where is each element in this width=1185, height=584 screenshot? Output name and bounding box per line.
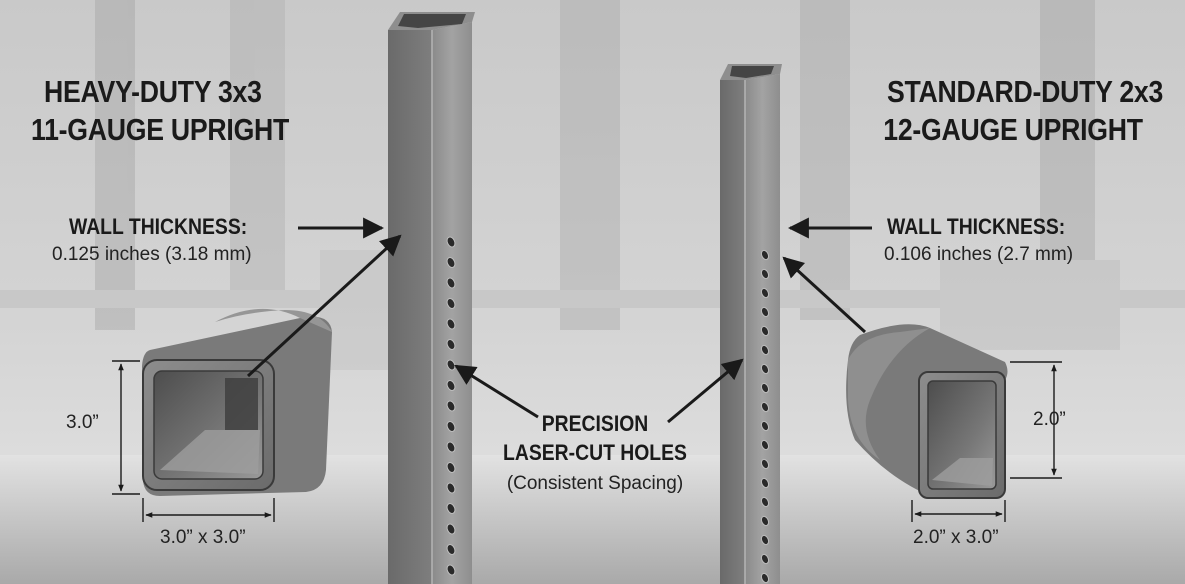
post-hole xyxy=(446,236,456,248)
left-wall-thickness-value: 0.125 inches (3.18 mm) xyxy=(52,244,252,265)
callout-arrows xyxy=(246,217,872,424)
post-hole xyxy=(446,564,456,576)
post-hole xyxy=(760,249,770,261)
post-hole xyxy=(760,363,770,375)
post-hole xyxy=(760,534,770,546)
left-height-dimension-line xyxy=(112,360,140,495)
post-hole xyxy=(446,544,456,555)
post-hole xyxy=(760,496,770,508)
post-hole xyxy=(446,339,456,350)
holes-callout-line3: (Consistent Spacing) xyxy=(506,473,684,494)
post-hole xyxy=(446,523,456,535)
post-hole xyxy=(760,572,770,584)
left-tube-to-post-arrow xyxy=(246,234,402,378)
post-hole xyxy=(446,462,456,473)
holes-left-arrow xyxy=(454,364,539,419)
background-blurred-structures xyxy=(95,0,1095,340)
post-hole xyxy=(760,287,770,299)
post-hole xyxy=(446,400,456,412)
post-hole xyxy=(760,344,770,356)
right-height-dimension: 2.0” xyxy=(1033,409,1066,430)
post-hole xyxy=(446,318,456,330)
post-hole xyxy=(446,421,456,432)
right-wall-thickness-value: 0.106 inches (2.7 mm) xyxy=(884,244,1074,265)
post-hole xyxy=(760,420,770,432)
left-post-holes xyxy=(446,236,456,576)
right-tube-cross-section xyxy=(846,324,1008,499)
right-wall-thickness-label: WALL THICKNESS: xyxy=(887,214,1066,239)
holes-callout-line2: LASER-CUT HOLES xyxy=(503,440,687,465)
post-hole xyxy=(760,401,770,413)
post-hole xyxy=(760,439,770,451)
right-title-line2: 12-GAUGE UPRIGHT xyxy=(883,112,1143,147)
left-title-line2: 11-GAUGE UPRIGHT xyxy=(31,112,290,147)
post-hole xyxy=(760,306,770,318)
left-height-dimension: 3.0” xyxy=(66,412,99,433)
post-hole xyxy=(446,503,456,514)
post-hole xyxy=(760,325,770,337)
post-hole xyxy=(446,482,456,494)
holes-right-arrow xyxy=(667,358,744,424)
left-title-line1: HEAVY-DUTY 3x3 xyxy=(44,74,262,109)
post-hole xyxy=(760,268,770,280)
post-hole xyxy=(446,359,456,371)
right-upright-post xyxy=(720,64,782,584)
post-hole xyxy=(760,515,770,527)
post-hole xyxy=(446,298,456,309)
right-tube-to-post-arrow xyxy=(782,256,867,334)
right-width-dimension-line xyxy=(911,500,1006,522)
post-hole xyxy=(760,382,770,394)
left-width-dimension-line xyxy=(142,498,275,522)
right-title-line1: STANDARD-DUTY 2x3 xyxy=(886,74,1163,109)
left-wall-thickness-label: WALL THICKNESS: xyxy=(69,214,248,239)
post-hole xyxy=(760,458,770,470)
right-height-dimension-line xyxy=(1010,361,1062,479)
right-post-holes xyxy=(760,249,770,584)
left-width-dimension: 3.0” x 3.0” xyxy=(160,527,246,548)
post-hole xyxy=(446,257,456,268)
post-hole xyxy=(446,441,456,453)
holes-callout-line1: PRECISION xyxy=(541,411,649,436)
post-hole xyxy=(446,277,456,289)
left-upright-post xyxy=(388,12,475,584)
right-width-dimension: 2.0” x 3.0” xyxy=(913,527,999,548)
left-tube-cross-section xyxy=(142,308,332,496)
post-hole xyxy=(760,477,770,489)
post-hole xyxy=(760,553,770,565)
